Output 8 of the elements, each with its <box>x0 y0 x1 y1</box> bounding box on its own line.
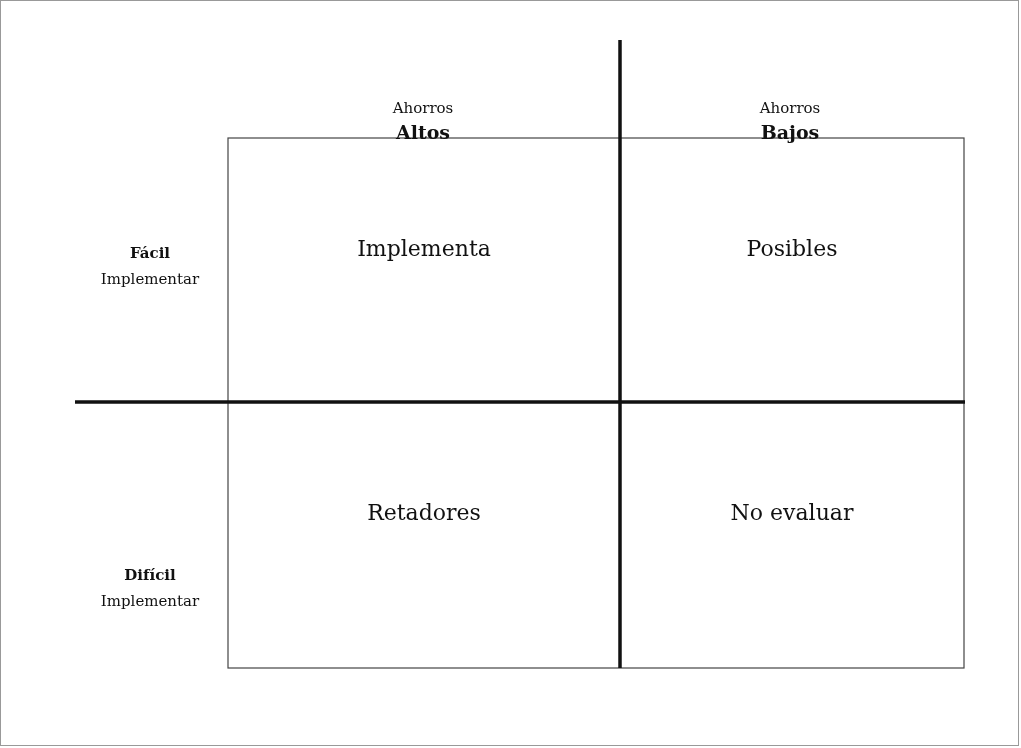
row-header: Fácil Implementar <box>99 243 201 290</box>
quadrant-label: Posibles <box>746 236 838 261</box>
quadrant-label: No evaluar <box>730 500 854 525</box>
quadrant-label: Retadores <box>367 500 481 525</box>
column-header: Ahorros Altos <box>391 98 455 145</box>
row-header: Difícil Implementar <box>99 565 201 612</box>
column-header: Ahorros Bajos <box>758 98 822 145</box>
quadrant-label: Implementa <box>357 236 491 261</box>
